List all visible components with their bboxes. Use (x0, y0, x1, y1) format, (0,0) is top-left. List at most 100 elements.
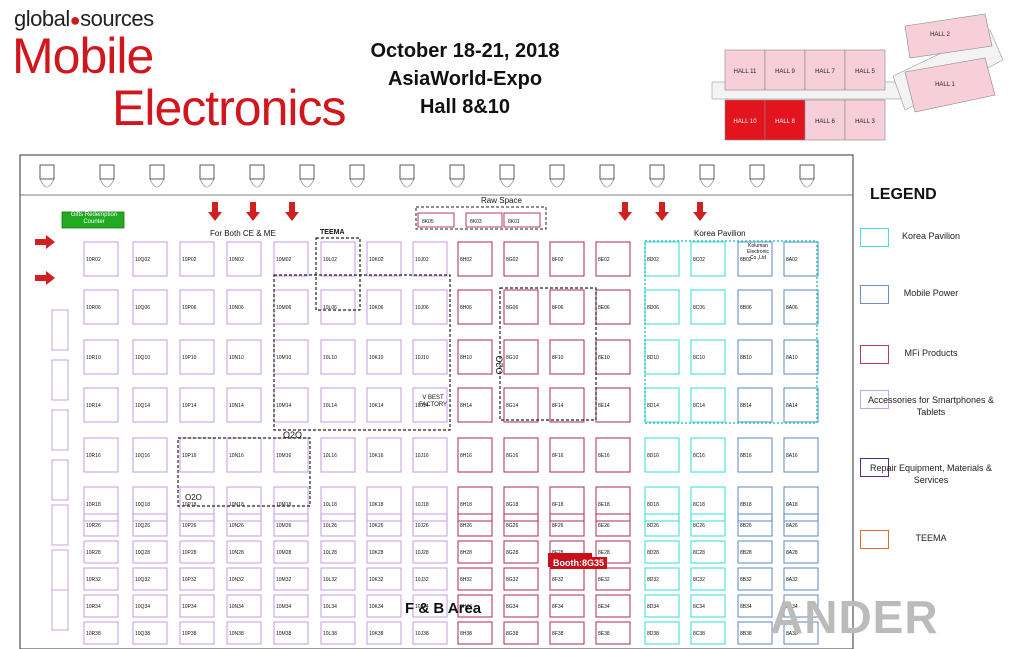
booth-8b32[interactable] (737, 567, 773, 591)
booth-8d26[interactable] (644, 513, 680, 537)
booth-8c14[interactable] (690, 387, 726, 423)
booth-8h28[interactable] (457, 540, 493, 564)
booth-8a16[interactable] (783, 437, 819, 473)
booth-10r10[interactable] (83, 339, 119, 375)
booth-8a32[interactable] (783, 567, 819, 591)
booth-10q06[interactable] (132, 289, 168, 325)
booth-8h14[interactable] (457, 387, 493, 423)
booth-8a34[interactable] (783, 594, 819, 618)
booth-10l26[interactable] (320, 513, 356, 537)
booth-10q02[interactable] (132, 241, 168, 277)
booth-8e02[interactable] (595, 241, 631, 277)
booth-10l18[interactable] (320, 486, 356, 522)
booth-10n32[interactable] (226, 567, 262, 591)
booth-10j32[interactable] (412, 567, 448, 591)
booth-10n02[interactable] (226, 241, 262, 277)
booth-8d34[interactable] (644, 594, 680, 618)
booth-8a10[interactable] (783, 339, 819, 375)
booth-8d28[interactable] (644, 540, 680, 564)
booth-8a28[interactable] (783, 540, 819, 564)
booth-left-wall[interactable] (51, 459, 69, 501)
booth-10l06[interactable] (320, 289, 356, 325)
booth-8a02[interactable] (783, 241, 819, 277)
booth-8h38[interactable] (457, 621, 493, 645)
booth-10m28[interactable] (273, 540, 309, 564)
booth-10k34[interactable] (366, 594, 402, 618)
booth-10q34[interactable] (132, 594, 168, 618)
booth-10l28[interactable] (320, 540, 356, 564)
booth-10m26[interactable] (273, 513, 309, 537)
booth-8e38[interactable] (595, 621, 631, 645)
booth-8e28[interactable] (595, 540, 631, 564)
booth-10q32[interactable] (132, 567, 168, 591)
booth-10l38[interactable] (320, 621, 356, 645)
booth-10r34[interactable] (83, 594, 119, 618)
booth-8h10[interactable] (457, 339, 493, 375)
booth-8b06[interactable] (737, 289, 773, 325)
booth-10r06[interactable] (83, 289, 119, 325)
booth-8b38[interactable] (737, 621, 773, 645)
booth-8c28[interactable] (690, 540, 726, 564)
booth-left-wall[interactable] (51, 589, 69, 631)
booth-8f38[interactable] (549, 621, 585, 645)
booth-10r02[interactable] (83, 241, 119, 277)
booth-8k01[interactable] (503, 212, 541, 228)
booth-10q10[interactable] (132, 339, 168, 375)
booth-8b28[interactable] (737, 540, 773, 564)
booth-10q14[interactable] (132, 387, 168, 423)
booth-10k18[interactable] (366, 486, 402, 522)
booth-8f16[interactable] (549, 437, 585, 473)
booth-10n18[interactable] (226, 486, 262, 522)
booth-10p02[interactable] (179, 241, 215, 277)
booth-10k10[interactable] (366, 339, 402, 375)
booth-8b34[interactable] (737, 594, 773, 618)
booth-8d18[interactable] (644, 486, 680, 522)
booth-10n34[interactable] (226, 594, 262, 618)
booth-8e32[interactable] (595, 567, 631, 591)
booth-8e26[interactable] (595, 513, 631, 537)
booth-8e16[interactable] (595, 437, 631, 473)
booth-10j26[interactable] (412, 513, 448, 537)
booth-8b14[interactable] (737, 387, 773, 423)
booth-10k14[interactable] (366, 387, 402, 423)
booth-8h02[interactable] (457, 241, 493, 277)
booth-10j34[interactable] (412, 594, 448, 618)
booth-8h18[interactable] (457, 486, 493, 522)
booth-10j16[interactable] (412, 437, 448, 473)
booth-8c02[interactable] (690, 241, 726, 277)
booth-10q26[interactable] (132, 513, 168, 537)
booth-10j38[interactable] (412, 621, 448, 645)
booth-8f02[interactable] (549, 241, 585, 277)
booth-10k26[interactable] (366, 513, 402, 537)
booth-10j28[interactable] (412, 540, 448, 564)
booth-10r38[interactable] (83, 621, 119, 645)
booth-10n06[interactable] (226, 289, 262, 325)
booth-8g26[interactable] (503, 513, 539, 537)
booth-10j02[interactable] (412, 241, 448, 277)
booth-10m02[interactable] (273, 241, 309, 277)
booth-10r32[interactable] (83, 567, 119, 591)
booth-8e34[interactable] (595, 594, 631, 618)
booth-8c06[interactable] (690, 289, 726, 325)
booth-8d16[interactable] (644, 437, 680, 473)
booth-8b18[interactable] (737, 486, 773, 522)
booth-10k38[interactable] (366, 621, 402, 645)
booth-8g32[interactable] (503, 567, 539, 591)
booth-10p38[interactable] (179, 621, 215, 645)
booth-10q38[interactable] (132, 621, 168, 645)
booth-8c18[interactable] (690, 486, 726, 522)
booth-10k16[interactable] (366, 437, 402, 473)
booth-10n10[interactable] (226, 339, 262, 375)
booth-10k02[interactable] (366, 241, 402, 277)
booth-10k32[interactable] (366, 567, 402, 591)
booth-8b16[interactable] (737, 437, 773, 473)
booth-8c16[interactable] (690, 437, 726, 473)
booth-8f10[interactable] (549, 339, 585, 375)
booth-10p16[interactable] (179, 437, 215, 473)
booth-10j14[interactable] (412, 387, 448, 423)
booth-10l32[interactable] (320, 567, 356, 591)
booth-8k03[interactable] (465, 212, 503, 228)
booth-10l34[interactable] (320, 594, 356, 618)
booth-10m32[interactable] (273, 567, 309, 591)
booth-10q18[interactable] (132, 486, 168, 522)
